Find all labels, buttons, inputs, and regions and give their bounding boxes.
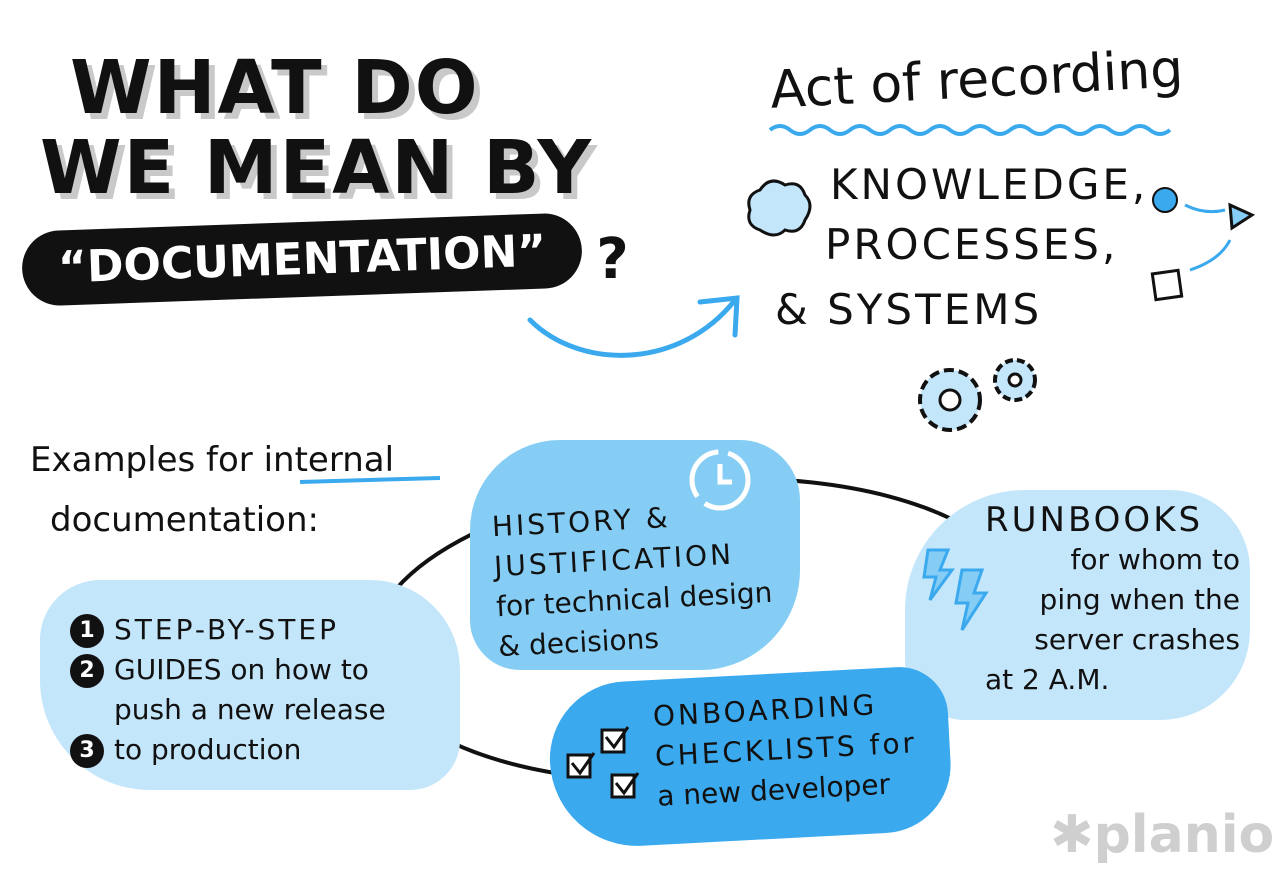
- internal-emphasis: internal: [263, 440, 395, 480]
- documentation-pill: “DOCUMENTATION”: [20, 212, 584, 307]
- arrow-icon: [527, 295, 740, 358]
- history-text: HISTORY & JUSTIFICATION for technical de…: [491, 500, 774, 664]
- card-history-justification: [470, 440, 800, 670]
- card-runbooks: [905, 490, 1250, 720]
- clock-history-icon: [689, 449, 751, 511]
- definition-line: PROCESSES,: [825, 220, 1119, 269]
- title-line-2: WE MEAN BY: [40, 125, 594, 211]
- definition-line: KNOWLEDGE,: [830, 160, 1149, 209]
- card-step-by-step-guides: [40, 580, 460, 790]
- runbooks-text: RUNBOOKS for whom to ping when the serve…: [985, 500, 1240, 696]
- onboarding-text: ONBOARDING CHECKLISTS for a new develope…: [652, 688, 918, 813]
- lightning-icon: [922, 548, 989, 631]
- brain-icon: [747, 179, 812, 237]
- question-mark: ?: [596, 227, 629, 292]
- internal-underline: [299, 476, 441, 484]
- checkbox-icons: [566, 726, 640, 799]
- wavy-underline: [768, 124, 1172, 136]
- documentation-row: “DOCUMENTATION” ?: [20, 212, 629, 307]
- title-line-1: WHAT DO: [70, 45, 480, 131]
- asterisk-icon: ✱: [1050, 805, 1094, 865]
- gears-icon: [918, 358, 1037, 432]
- definition-line: & SYSTEMS: [775, 285, 1043, 334]
- process-icons: [1150, 187, 1256, 302]
- examples-heading-suffix: documentation:: [50, 500, 319, 540]
- planio-logo: ✱planio: [1050, 805, 1275, 865]
- examples-heading: Examples for internal: [30, 440, 395, 480]
